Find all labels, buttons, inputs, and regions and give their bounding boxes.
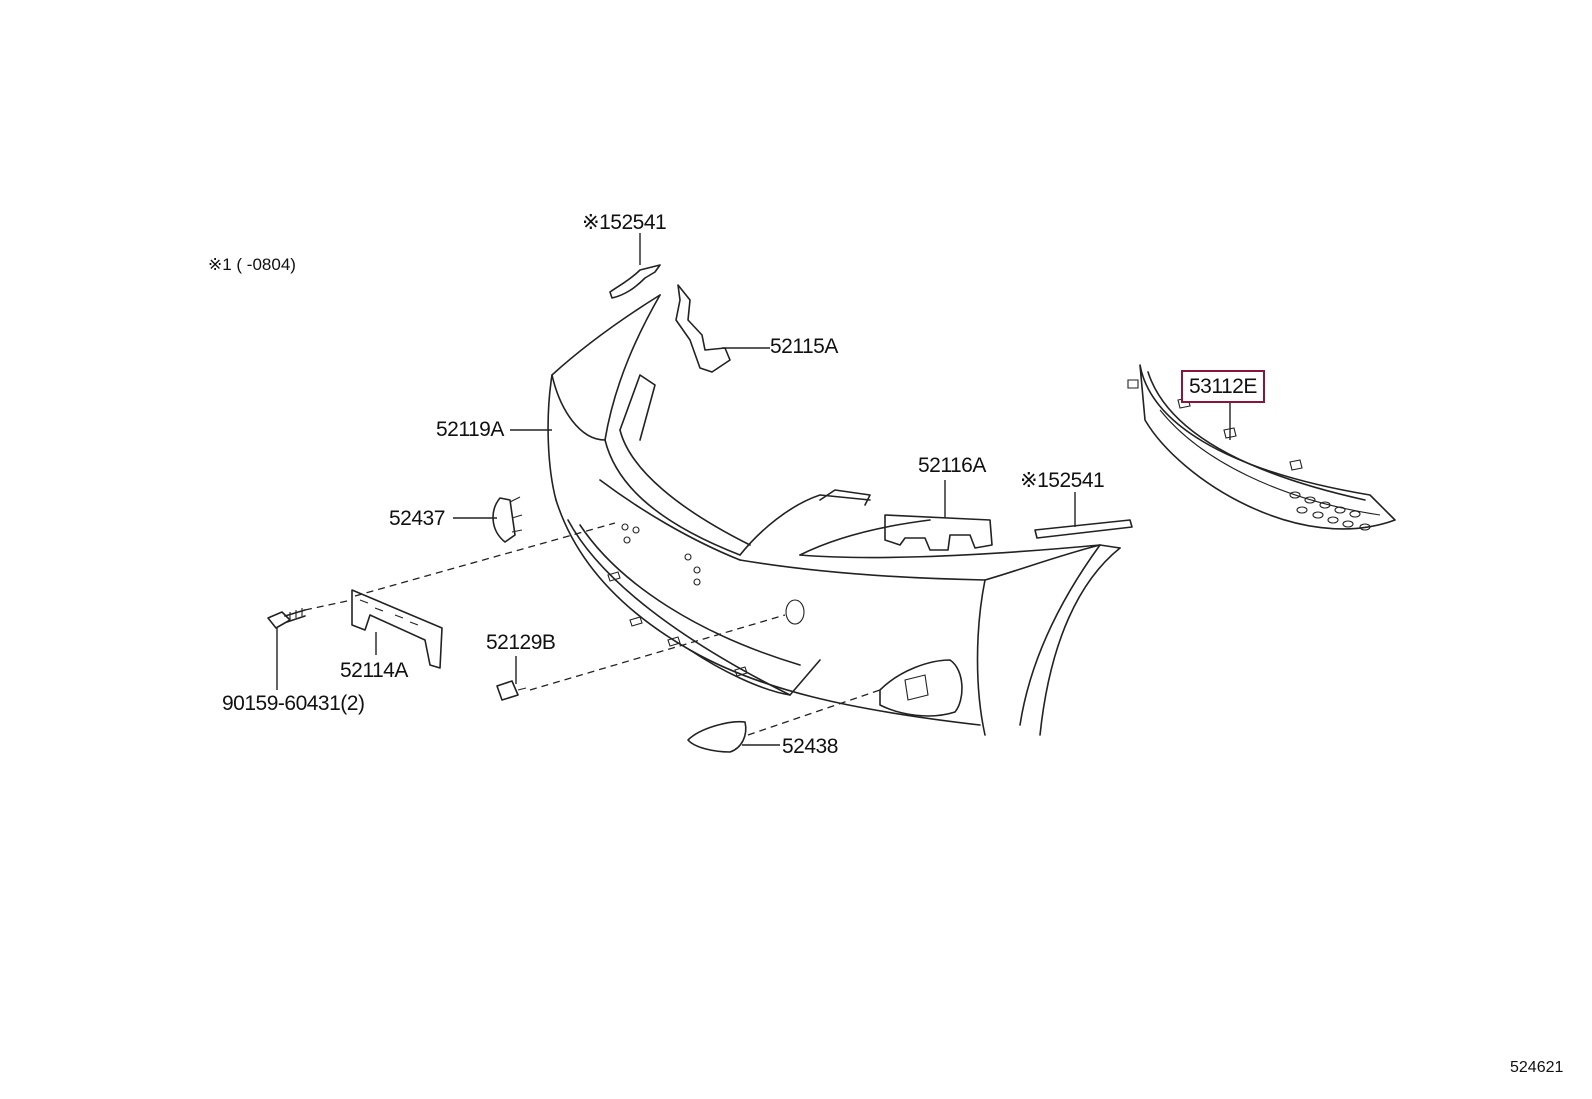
license-bracket-52114A [351,589,443,669]
part-label-52119A[interactable]: 52119A [436,418,504,441]
tow-cover-52129B [496,680,519,701]
part-label-52116A[interactable]: 52116A [918,454,986,477]
part-label-53112E-highlighted[interactable]: 53112E [1181,370,1265,403]
document-number: 524621 [1510,1059,1564,1076]
part-label-52115A[interactable]: 52115A [770,335,838,358]
part-label-52437[interactable]: 52437 [389,507,445,530]
bolt-90159 [267,608,306,629]
seal-strip-top [609,264,661,299]
date-range-note: ※1 ( -0804) [208,255,296,274]
bumper-cover-drawing [547,294,1121,736]
bracket-52116A [884,514,993,551]
part-label-52541-right[interactable]: ※152541 [1020,469,1105,492]
part-label-52438[interactable]: 52438 [782,735,838,758]
assembly-line-3 [529,614,786,691]
part-label-52114A[interactable]: 52114A [340,659,408,682]
part-label-90159-60431[interactable]: 90159-60431(2) [222,692,365,715]
part-label-52129B[interactable]: 52129B [486,631,556,654]
assembly-line-2 [304,599,353,611]
assembly-line-1 [354,522,616,597]
washer-cap-52437 [492,497,516,543]
side-bracket-52115A [675,284,731,373]
part-label-52541-top[interactable]: ※152541 [582,211,667,234]
seal-strip-right [1034,519,1133,539]
lamp-cover-52438 [687,720,747,753]
